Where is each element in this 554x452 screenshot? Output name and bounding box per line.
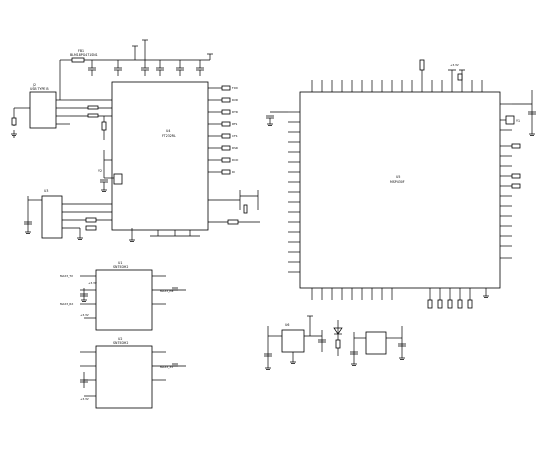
net-label-rts: RTS [232,122,237,126]
usb-connector: J2 USB TYPE B [11,83,70,138]
net-label-dsr: DSR [232,146,238,150]
power-regulator: U6 [264,315,343,370]
net-label-dcd: DCD [232,158,238,162]
mcu-part: MSP430F [390,180,405,184]
usb-uart-ic: U4 FT232RL Y2 [70,81,260,237]
small-ic [350,326,406,366]
ferrite-bead: FB1 BLM18PG471SN1 [59,49,210,100]
driver-bottom-part: SN75DH2 [113,341,128,345]
net-label-cts: CTS [232,134,238,138]
mcu-bottom-pins [311,288,489,309]
supply-label-2: +3.3V [80,313,89,317]
usb-uart-ref: U4 [166,129,170,133]
net-label-max3-rx: MAX3_RX [60,302,73,306]
net-label-dtr: DTR [232,110,238,114]
usb-connector-part: USB TYPE B [30,87,49,91]
reset-ic-ref: U3 [44,189,48,193]
net-label-rxd: RXD [232,98,238,102]
crystal-ref: Y1 [516,119,520,123]
uart-right-pins: TXD RXD DTR RTS CTS DSR DCD RI [208,85,238,175]
driver-top: U1 SN75DH2 MAX3_TX MAX3_RX MAX3_EN +3.3V… [60,261,186,331]
mcu-top-pins: +3.3V [311,59,483,92]
mcu-left-pins [266,111,300,273]
ferrite-part: BLM18PG471SN1 [70,53,98,57]
net-label-txd: TXD [231,86,238,90]
svg-text:Y2: Y2 [98,169,102,173]
regulator-ref: U6 [285,323,289,327]
net-label-max3-3v: MAX3_3V [160,365,173,369]
net-label-max3-en: MAX3_EN [160,289,173,293]
usb-connector-ref: J2 [32,83,36,87]
usb-uart-part: FT232RL [162,134,176,138]
supply-label-3: +3.3V [80,397,89,401]
driver-top-part: SN75DH2 [113,265,128,269]
supply-label-4: +3.3V [450,63,459,67]
mcu-right-pins: Y1 [500,90,536,259]
supply-label-1: +3.3V [88,281,97,285]
reset-circuit: U3 [24,189,135,242]
driver-top-ref: U1 [118,261,122,265]
ferrite-ref: FB1 [78,49,84,53]
mcu: U5 MSP430F +3.3V [266,59,536,309]
mcu-ref: U5 [396,175,400,179]
top-rail-caps [88,39,213,76]
driver-bottom-ref: U2 [118,337,122,341]
net-label-ri: RI [232,170,235,174]
net-label-max3-tx: MAX3_TX [60,274,73,278]
driver-bottom: U2 SN75DH2 MAX3_3V +3.3V [80,337,186,409]
